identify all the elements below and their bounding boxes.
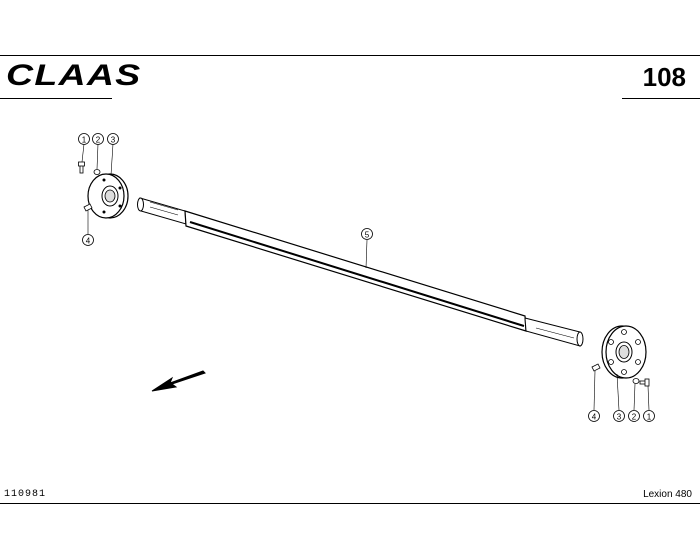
document-id: 110981 [4, 489, 47, 500]
drive-shaft [137, 197, 584, 347]
svg-text:3: 3 [617, 413, 622, 422]
svg-text:1: 1 [647, 413, 652, 422]
svg-text:4: 4 [592, 413, 597, 422]
left-grease-nipple [83, 203, 93, 212]
svg-text:1: 1 [82, 136, 87, 145]
page-number: 108 [642, 62, 686, 92]
svg-text:2: 2 [632, 413, 637, 422]
left-flange-assembly [78, 143, 129, 234]
callout-right-1: 1 [643, 410, 655, 422]
arrow-icon [151, 370, 206, 392]
callout-left-1: 1 [78, 133, 90, 145]
logo-underline [0, 98, 112, 99]
right-flange-assembly [591, 325, 650, 411]
left-washer [93, 169, 101, 175]
right-washer [632, 378, 640, 384]
callout-left-3: 3 [107, 133, 119, 145]
model-name: Lexion 480 [643, 489, 692, 500]
svg-text:2: 2 [96, 136, 101, 145]
callout-right-2: 2 [628, 410, 640, 422]
page-number-underline [622, 98, 700, 99]
callout-shaft-5: 5 [361, 228, 373, 240]
callout-left-2: 2 [92, 133, 104, 145]
brand-logo: CLAAS [6, 59, 142, 92]
header-top-rule [0, 55, 700, 56]
svg-text:3: 3 [111, 136, 116, 145]
footer-rule [0, 503, 700, 504]
svg-text:4: 4 [86, 237, 91, 246]
svg-text:5: 5 [365, 231, 370, 240]
right-bolt [639, 378, 650, 387]
callout-left-4: 4 [82, 234, 94, 246]
right-grease-nipple [591, 363, 601, 372]
left-bolt [78, 161, 85, 174]
callout-right-4: 4 [588, 410, 600, 422]
callout-right-3: 3 [613, 410, 625, 422]
